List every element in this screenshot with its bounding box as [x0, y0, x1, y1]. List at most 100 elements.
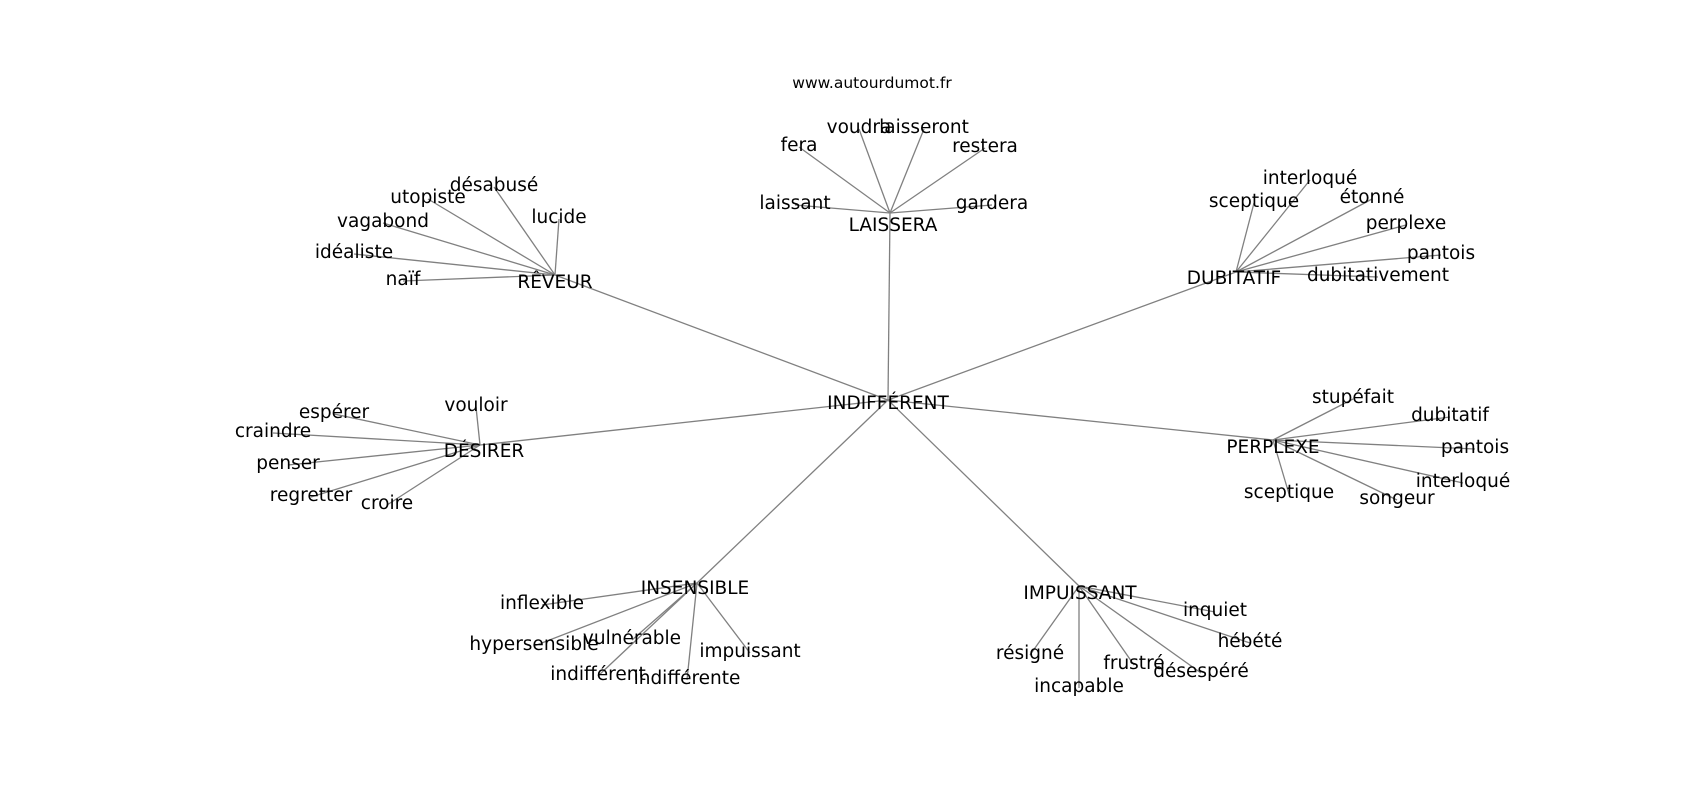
leaf-word-laissera-1: laisseront: [879, 117, 969, 138]
leaf-word-impuissant-2: résigné: [996, 643, 1064, 664]
leaf-word-laissera-2: fera: [781, 135, 818, 156]
edge-laissera-5: [889, 204, 993, 214]
leaf-word-dubitatif-5: dubitativement: [1307, 265, 1449, 286]
edge-impuissant-4: [1078, 585, 1202, 674]
edge-reveur-0: [493, 186, 556, 276]
leaf-word-reveur-5: naïf: [386, 269, 421, 290]
leaf-word-insensible-2: vulnérable: [583, 628, 681, 649]
edge-reveur-5: [402, 274, 556, 282]
leaf-word-reveur-0: désabusé: [450, 175, 539, 196]
leaf-word-dubitatif-2: étonné: [1340, 187, 1405, 208]
edge-reveur-2: [554, 218, 560, 276]
leaf-word-impuissant-3: frustré: [1103, 653, 1164, 674]
leaf-word-impuissant-5: incapable: [1034, 676, 1124, 697]
edge-impuissant-1: [1078, 585, 1251, 644]
edge-desirer-3: [287, 444, 481, 466]
leaf-word-reveur-1: utopiste: [390, 187, 465, 208]
leaf-word-desirer-5: croire: [361, 493, 413, 514]
leaf-word-laissera-5: gardera: [956, 193, 1028, 214]
leaf-word-insensible-0: inflexible: [500, 593, 584, 614]
leaf-word-reveur-2: lucide: [531, 207, 586, 228]
leaf-word-insensible-3: impuissant: [699, 641, 800, 662]
edge-dubitatif-3: [1235, 224, 1407, 273]
edge-desirer-4: [310, 444, 481, 498]
edge-perplexe-1: [1272, 416, 1451, 441]
leaf-word-dubitatif-0: interloqué: [1263, 168, 1357, 189]
leaf-word-desirer-1: vouloir: [444, 395, 508, 416]
hub-word-laissera: LAISSERA: [849, 215, 938, 236]
edge-center-reveur: [554, 274, 889, 401]
leaf-word-desirer-2: craindre: [235, 421, 311, 442]
edge-laissera-2: [798, 146, 891, 214]
hub-word-dubitatif: DUBITATIF: [1187, 268, 1281, 289]
leaf-word-perplexe-5: songeur: [1359, 488, 1435, 509]
edge-desirer-5: [386, 444, 481, 506]
edge-perplexe-0: [1272, 398, 1354, 441]
edge-desirer-2: [272, 432, 481, 446]
center-word: INDIFFÉRENT: [827, 392, 949, 414]
leaf-word-insensible-5: indifférente: [634, 668, 741, 689]
edge-reveur-3: [382, 222, 556, 276]
edge-insensible-0: [541, 582, 698, 606]
leaf-word-dubitatif-3: perplexe: [1366, 213, 1446, 234]
edge-center-insensible: [696, 399, 889, 584]
leaf-word-desirer-3: penser: [256, 453, 320, 474]
edge-dubitatif-4: [1235, 254, 1442, 273]
leaf-word-impuissant-4: désespéré: [1153, 661, 1249, 682]
hub-word-impuissant: IMPUISSANT: [1023, 583, 1137, 604]
edge-center-dubitatif: [887, 271, 1237, 401]
graph-labels: www.autourdumot.fr INDIFFÉRENT LAISSERA v…: [235, 74, 1510, 697]
leaf-word-perplexe-2: pantois: [1441, 437, 1509, 458]
leaf-word-perplexe-3: interloqué: [1416, 471, 1510, 492]
hub-word-insensible: INSENSIBLE: [641, 578, 749, 599]
leaf-word-laissera-3: restera: [952, 136, 1018, 157]
hub-word-perplexe: PERPLEXE: [1226, 437, 1319, 458]
edge-reveur-1: [427, 198, 556, 276]
hub-word-reveur: RÊVEUR: [517, 271, 592, 293]
edge-center-perplexe: [887, 399, 1274, 441]
graph-edges: [272, 128, 1476, 688]
leaf-word-dubitatif-4: pantois: [1407, 243, 1475, 264]
leaf-word-impuissant-1: hébété: [1218, 631, 1283, 652]
edge-laissera-1: [889, 128, 925, 214]
site-credit: www.autourdumot.fr: [792, 74, 952, 92]
leaf-word-laissera-4: laissant: [759, 193, 830, 214]
edge-laissera-3: [889, 147, 986, 214]
leaf-word-desirer-4: regretter: [270, 485, 353, 506]
edge-reveur-4: [353, 253, 556, 276]
leaf-word-perplexe-0: stupéfait: [1312, 387, 1394, 408]
leaf-word-desirer-0: espérer: [299, 402, 370, 423]
edge-dubitatif-2: [1235, 198, 1373, 273]
leaf-word-perplexe-4: sceptique: [1244, 482, 1334, 503]
edge-impuissant-2: [1029, 585, 1080, 656]
edge-impuissant-3: [1078, 585, 1135, 666]
edge-perplexe-5: [1272, 439, 1398, 501]
edge-impuissant-0: [1078, 585, 1216, 613]
edge-dubitatif-5: [1235, 271, 1379, 278]
leaf-word-reveur-3: vagabond: [337, 211, 429, 232]
edge-insensible-5: [686, 582, 698, 681]
edge-perplexe-2: [1272, 439, 1476, 450]
leaf-word-dubitatif-1: sceptique: [1209, 191, 1299, 212]
edge-insensible-1: [533, 582, 698, 647]
edge-perplexe-3: [1272, 439, 1464, 484]
edge-center-laissera: [887, 212, 891, 401]
hub-word-desirer: DÉSIRER: [444, 440, 525, 462]
leaf-word-impuissant-0: inquiet: [1183, 600, 1247, 621]
leaf-word-perplexe-1: dubitatif: [1411, 405, 1489, 426]
leaf-word-laissera-0: voudra: [827, 117, 892, 138]
edge-dubitatif-0: [1235, 179, 1311, 273]
edge-insensible-3: [696, 582, 751, 654]
leaf-word-insensible-1: hypersensible: [469, 634, 598, 655]
leaf-word-insensible-4: indifférent: [550, 664, 645, 685]
edge-laissera-4: [794, 204, 891, 214]
edge-center-impuissant: [887, 399, 1080, 587]
edge-insensible-4: [597, 582, 698, 677]
edge-laissera-0: [858, 128, 891, 214]
edge-desirer-0: [333, 413, 481, 446]
edge-center-desirer: [479, 399, 889, 446]
edge-perplexe-4: [1272, 439, 1290, 495]
edge-dubitatif-1: [1235, 202, 1255, 273]
edge-desirer-1: [475, 406, 481, 446]
